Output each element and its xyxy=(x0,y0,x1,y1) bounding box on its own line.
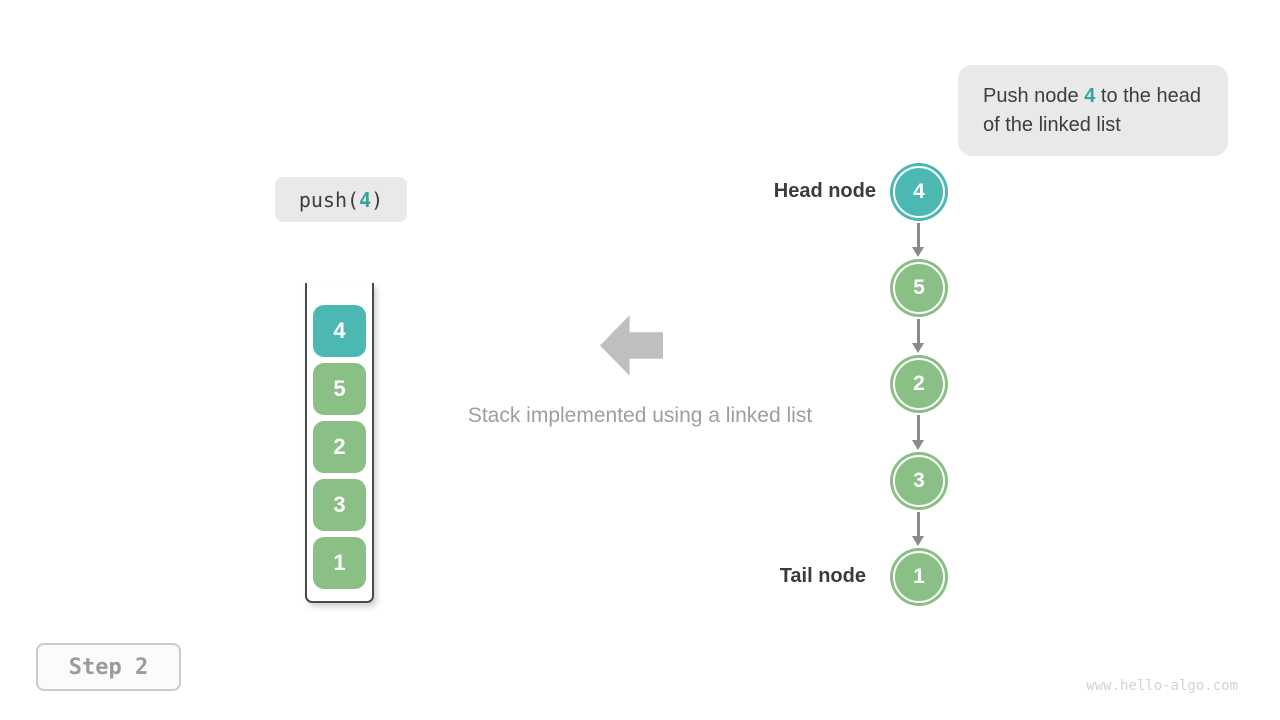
stack-item: 5 xyxy=(313,363,366,415)
down-arrow-icon xyxy=(912,512,924,546)
head-node-label: Head node xyxy=(773,180,876,202)
down-arrow-icon xyxy=(912,319,924,353)
watermark-text: www.hello-algo.com xyxy=(1086,678,1238,694)
down-arrow-icon xyxy=(912,223,924,257)
stack-item: 1 xyxy=(313,537,366,589)
callout-text-before: Push node xyxy=(983,85,1085,107)
linked-list-node: 5 xyxy=(890,259,948,317)
push-call-text-after: ) xyxy=(371,187,384,212)
stack-item: 3 xyxy=(313,479,366,531)
stack-item: 2 xyxy=(313,421,366,473)
callout-text-after: to the head of the linked list xyxy=(983,85,1201,136)
tail-node-label: Tail node xyxy=(779,565,866,587)
down-arrow-icon xyxy=(912,415,924,450)
callout-highlight-value: 4 xyxy=(1084,85,1096,107)
diagram-caption: Stack implemented using a linked list xyxy=(467,404,813,427)
linked-list-node: 3 xyxy=(890,452,948,510)
linked-list-node: 1 xyxy=(890,548,948,606)
push-call-text-before: push( xyxy=(298,187,360,212)
stack-item: 4 xyxy=(313,305,366,357)
push-call-box: push(4) xyxy=(275,177,407,222)
linked-list-node: 2 xyxy=(890,355,948,413)
push-call-argument: 4 xyxy=(359,187,372,212)
left-block-arrow-icon xyxy=(600,315,663,376)
linked-list-node: 4 xyxy=(890,163,948,221)
step-badge: Step 2 xyxy=(36,643,181,691)
callout-box: Push node 4 to the head of the linked li… xyxy=(958,65,1228,156)
stack-container: 4 5 2 3 1 xyxy=(305,283,374,603)
